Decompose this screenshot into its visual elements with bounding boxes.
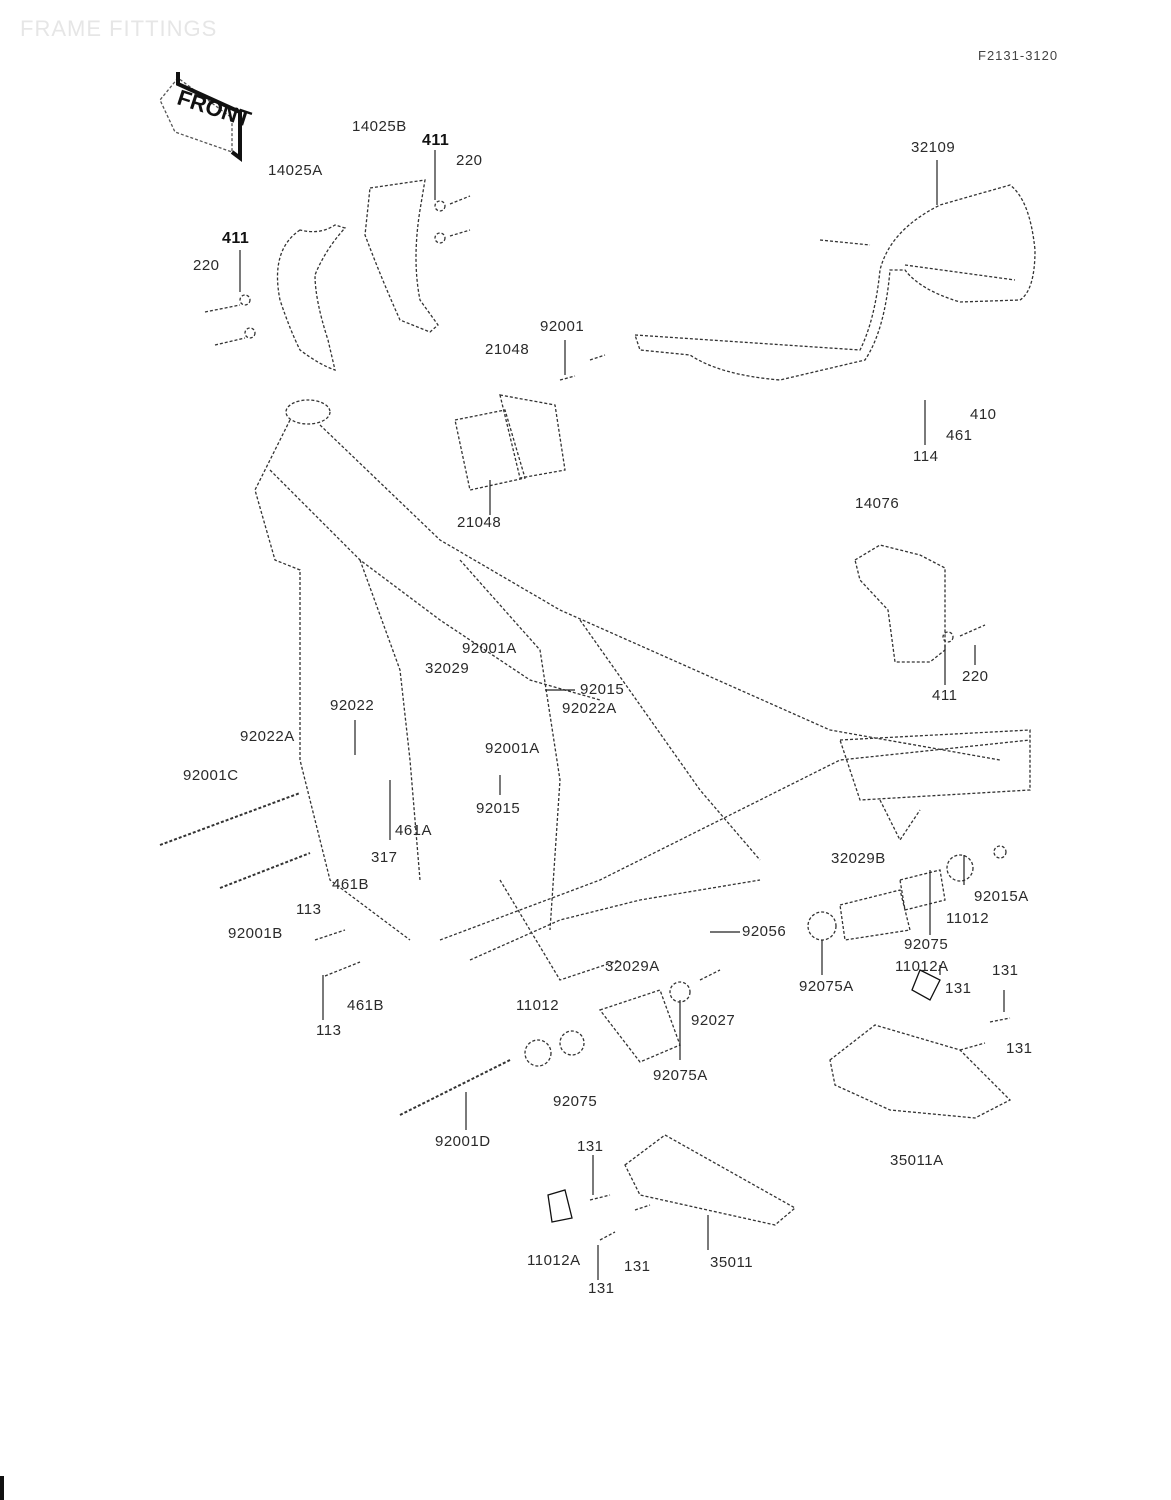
part-label: 92001A bbox=[462, 640, 517, 657]
part-label: 220 bbox=[456, 152, 483, 169]
part-label: 92075 bbox=[904, 936, 949, 953]
part-label: 32029B bbox=[831, 850, 886, 867]
part-label: 131 bbox=[945, 980, 972, 997]
main-frame bbox=[254, 399, 1031, 981]
part-label: 92022A bbox=[562, 700, 617, 717]
part-label: 92015A bbox=[974, 888, 1029, 905]
part-label: 411 bbox=[222, 230, 250, 247]
part-label: 11012A bbox=[527, 1252, 581, 1269]
part-label: 114 bbox=[913, 448, 939, 465]
right-mount-parts bbox=[807, 845, 1012, 1119]
part-32109-grab-bar bbox=[634, 184, 1036, 381]
page-title: FRAME FITTINGS bbox=[20, 16, 218, 41]
part-35011-step bbox=[624, 1134, 797, 1226]
part-label: 410 bbox=[970, 406, 997, 423]
part-label: 92022 bbox=[330, 697, 375, 714]
part-label: 92075A bbox=[653, 1067, 708, 1084]
part-label: 32029 bbox=[425, 660, 470, 677]
part-label: 131 bbox=[992, 962, 1019, 979]
part-21048-plate-a bbox=[454, 409, 526, 491]
part-label: 14025A bbox=[268, 162, 323, 179]
part-label: 92001 bbox=[540, 318, 585, 335]
part-label: 14076 bbox=[855, 495, 900, 512]
part-21048-plate-b bbox=[499, 394, 566, 479]
fasteners-top-left bbox=[204, 195, 471, 346]
part-label: 92075 bbox=[553, 1093, 598, 1110]
reference-code: F2131-3120 bbox=[978, 48, 1059, 63]
part-label: 461B bbox=[332, 876, 370, 893]
part-label: 35011 bbox=[710, 1254, 754, 1271]
part-label: 92022A bbox=[240, 728, 295, 745]
part-label: 317 bbox=[371, 849, 398, 866]
part-label: 92001B bbox=[228, 925, 283, 942]
part-label: 92027 bbox=[691, 1012, 736, 1029]
front-arrow-icon bbox=[159, 72, 242, 162]
part-label: 113 bbox=[296, 901, 322, 918]
part-label: 92001A bbox=[485, 740, 540, 757]
part-label: 113 bbox=[316, 1022, 342, 1039]
part-label: 131 bbox=[1006, 1040, 1033, 1057]
part-label: 11012 bbox=[946, 910, 990, 927]
part-label: 461B bbox=[347, 997, 385, 1014]
part-label: 92015 bbox=[580, 681, 625, 698]
part-14025A-cover bbox=[276, 224, 347, 371]
part-label: 32029A bbox=[605, 958, 660, 975]
part-label: 92001C bbox=[183, 767, 239, 784]
part-label: 131 bbox=[588, 1280, 615, 1297]
bolt-92001C bbox=[159, 792, 301, 846]
bolt-92001B bbox=[219, 852, 311, 889]
part-label: 131 bbox=[577, 1138, 604, 1155]
part-label: 220 bbox=[193, 257, 220, 274]
part-label: 14025B bbox=[352, 118, 407, 135]
part-label: 461A bbox=[395, 822, 433, 839]
part-label: 21048 bbox=[485, 341, 530, 358]
part-label: 411 bbox=[932, 687, 958, 704]
part-label: 220 bbox=[962, 668, 989, 685]
part-label: 21048 bbox=[457, 514, 502, 531]
part-label: 92001D bbox=[435, 1133, 491, 1150]
part-14025B-cover bbox=[364, 179, 439, 333]
part-label: 411 bbox=[422, 132, 450, 149]
page-edge-mark bbox=[0, 1476, 4, 1500]
part-label: 11012A bbox=[895, 958, 949, 975]
part-label: 92056 bbox=[742, 923, 787, 940]
front-arrow-label: FRONT bbox=[174, 85, 254, 132]
part-label: 92075A bbox=[799, 978, 854, 995]
part-label: 461 bbox=[946, 427, 973, 444]
part-label: 11012 bbox=[516, 997, 560, 1014]
part-label: 131 bbox=[624, 1258, 651, 1275]
part-label: 92015 bbox=[476, 800, 521, 817]
part-label: 32109 bbox=[911, 139, 956, 156]
part-label: 35011A bbox=[890, 1152, 944, 1169]
part-14076-bracket bbox=[854, 544, 946, 663]
